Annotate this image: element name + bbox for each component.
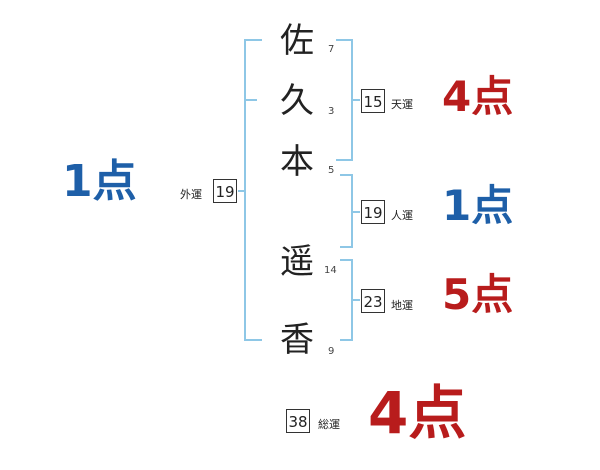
- stroke-count-5: 9: [328, 346, 335, 357]
- gaiun-label: 外運: [180, 188, 202, 201]
- chiun-value-box: 23: [361, 289, 385, 313]
- stroke-count-2: 3: [328, 106, 335, 117]
- stroke-count-4: 14: [324, 265, 337, 276]
- name-char-1: 佐: [280, 21, 314, 61]
- chiun-score: 5点: [442, 270, 514, 319]
- stroke-count-1: 7: [328, 44, 335, 55]
- souun-value-box: 38: [286, 409, 310, 433]
- tenun-label: 天運: [391, 98, 413, 111]
- name-char-2: 久: [280, 81, 314, 121]
- name-char-5: 香: [280, 320, 314, 360]
- tenun-score: 4点: [442, 72, 514, 121]
- jinun-bracket: [340, 174, 353, 248]
- name-char-4: 遥: [280, 242, 314, 282]
- stroke-count-3: 5: [328, 165, 335, 176]
- gaiun-value-box: 19: [213, 179, 237, 203]
- jinun-label: 人運: [391, 209, 413, 222]
- souun-label: 総運: [318, 418, 340, 431]
- jinun-value-box: 19: [361, 200, 385, 224]
- chiun-bracket: [340, 259, 353, 341]
- tenun-bracket: [336, 39, 353, 161]
- jinun-score: 1点: [442, 181, 514, 230]
- name-char-3: 本: [280, 142, 314, 182]
- gaiun-score: 1点: [62, 156, 137, 207]
- tenun-value-box: 15: [361, 89, 385, 113]
- chiun-label: 地運: [391, 299, 413, 312]
- outer-bracket: [244, 39, 262, 341]
- souun-score: 4点: [368, 379, 467, 447]
